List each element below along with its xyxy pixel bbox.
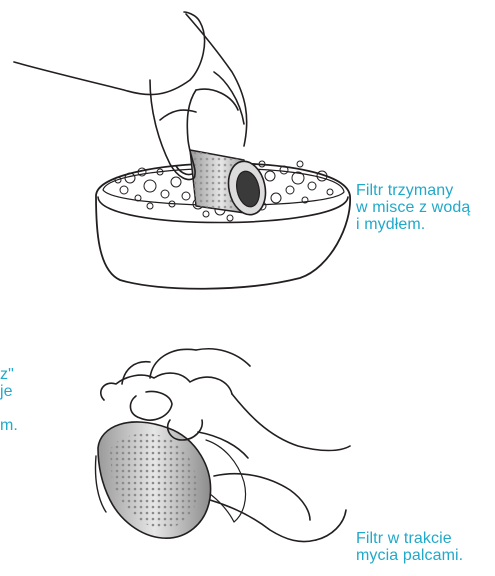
cloth-bottom	[206, 440, 246, 522]
caption-fragment-left: z" je m.	[0, 366, 50, 434]
caption-filter-washing: Filtr w trakcie mycia palcami.	[356, 530, 491, 564]
filter-cylinder-top	[190, 150, 270, 218]
filter-sheet-bottom	[95, 422, 210, 538]
caption-filter-in-bowl: Filtr trzymany w misce z wodą i mydłem.	[356, 182, 491, 233]
